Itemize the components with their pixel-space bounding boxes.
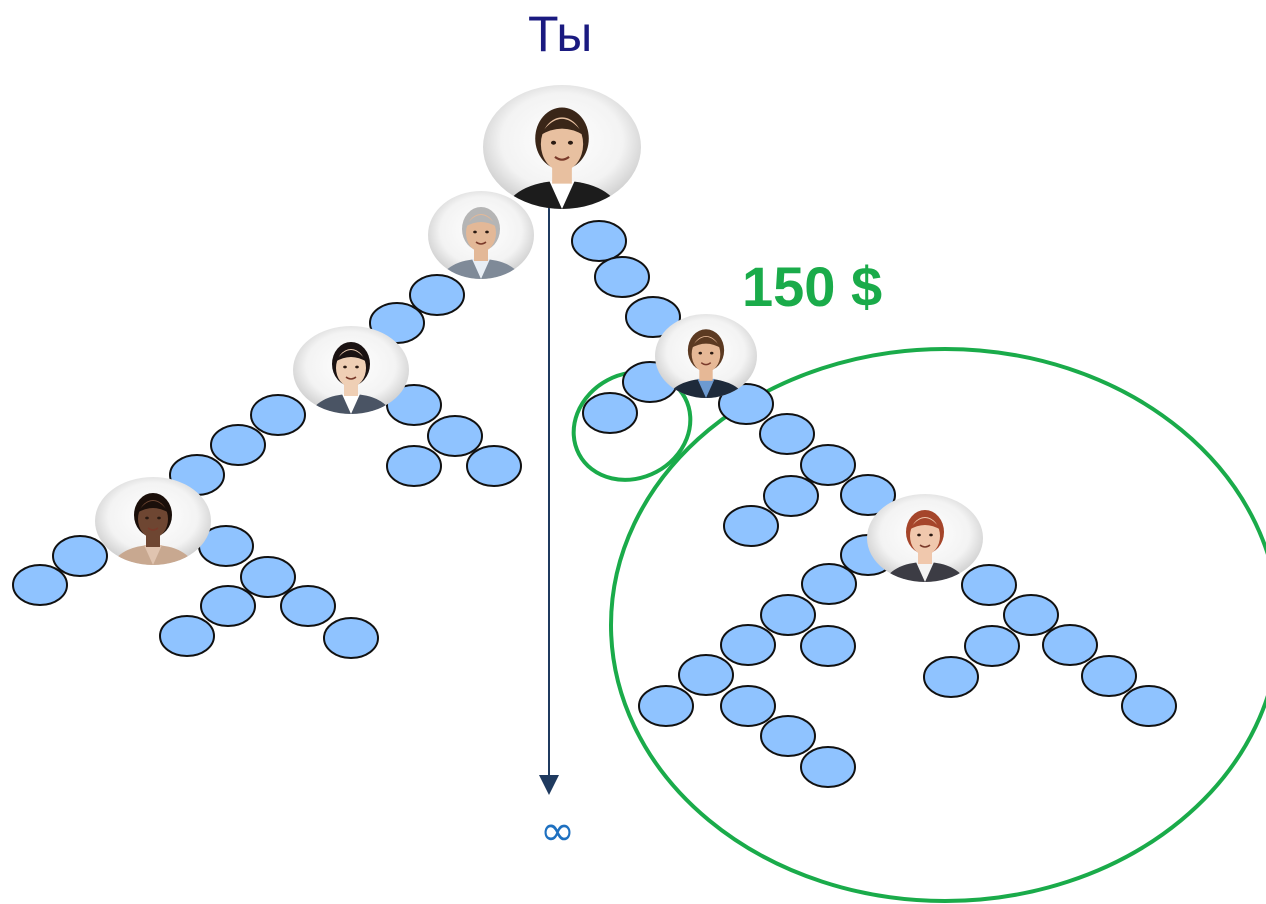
referral-node — [1121, 685, 1177, 727]
referral-node — [466, 445, 522, 487]
referral-node — [800, 746, 856, 788]
highlight-ring-small — [571, 370, 693, 482]
referral-node — [386, 445, 442, 487]
referral-node — [594, 256, 650, 298]
referral-node — [369, 302, 425, 344]
referral-node — [210, 424, 266, 466]
referral-node — [800, 625, 856, 667]
referral-node — [840, 474, 896, 516]
referral-node — [1003, 594, 1059, 636]
referral-node — [12, 564, 68, 606]
referral-node — [800, 444, 856, 486]
referral-node — [759, 413, 815, 455]
referral-node — [427, 415, 483, 457]
referral-node — [52, 535, 108, 577]
top-label: Ты — [528, 6, 593, 62]
referral-node — [801, 563, 857, 605]
smiling-woman-photo-icon — [95, 477, 211, 565]
highlight-ring-large — [609, 347, 1266, 903]
referral-node — [720, 624, 776, 666]
earnings-label: 150 $ — [742, 255, 883, 318]
referral-node — [723, 505, 779, 547]
businessman-photo-icon — [655, 314, 757, 398]
referral-node — [409, 274, 465, 316]
referral-node — [718, 383, 774, 425]
pointing-businessman-photo-icon — [428, 191, 534, 279]
referral-node — [760, 715, 816, 757]
referral-node — [923, 656, 979, 698]
referral-node — [323, 617, 379, 659]
referral-node — [250, 394, 306, 436]
man-in-suit-photo-icon — [483, 85, 641, 209]
member-portraits — [95, 85, 983, 582]
referral-node — [571, 220, 627, 262]
infinity-label: ∞ — [540, 806, 575, 855]
referral-node — [1042, 624, 1098, 666]
referral-node — [582, 392, 638, 434]
referral-node — [200, 585, 256, 627]
referral-nodes — [12, 220, 1177, 788]
referral-node — [678, 654, 734, 696]
referral-node — [625, 296, 681, 338]
businesswoman-photo-icon — [867, 494, 983, 582]
referral-node — [159, 615, 215, 657]
referral-node — [638, 685, 694, 727]
referral-node — [720, 685, 776, 727]
businesswoman-photo-icon — [293, 326, 409, 414]
referral-node — [961, 564, 1017, 606]
referral-node — [240, 556, 296, 598]
referral-node — [280, 585, 336, 627]
referral-node — [763, 475, 819, 517]
referral-node — [964, 625, 1020, 667]
referral-node — [1081, 655, 1137, 697]
referral-node — [386, 384, 442, 426]
referral-node — [760, 594, 816, 636]
